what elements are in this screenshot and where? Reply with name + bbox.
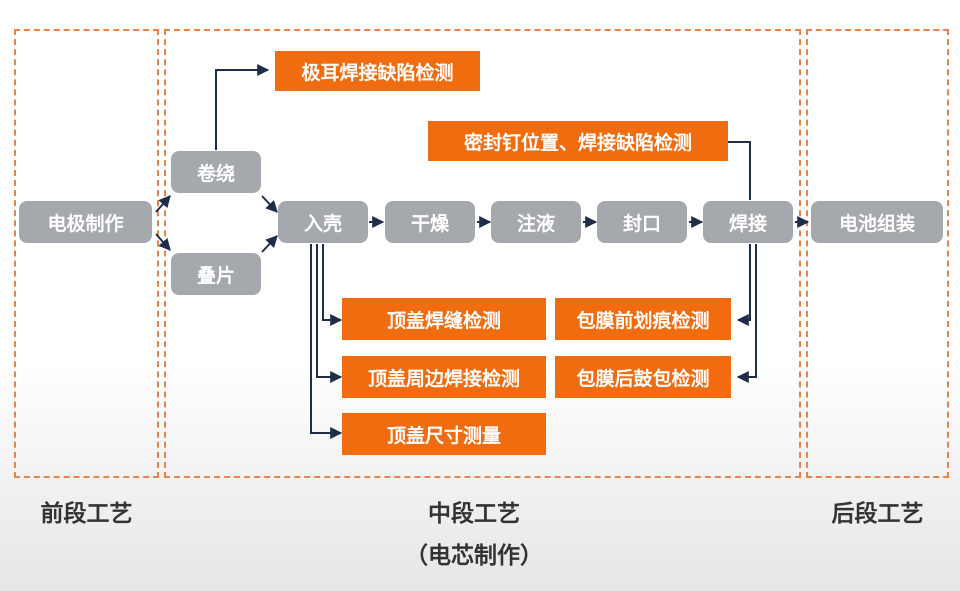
arrow-stacking-casing bbox=[261, 235, 278, 253]
casing-node: 入壳 bbox=[278, 201, 368, 243]
drying-node: 干燥 bbox=[385, 201, 475, 243]
film-bulge-inspection: 包膜后鼓包检测 bbox=[555, 356, 731, 398]
tab-weld-inspection: 极耳焊接缺陷检测 bbox=[275, 51, 480, 91]
front-stage-label: 前段工艺 bbox=[40, 501, 133, 527]
top-cover-perimeter-inspection: 顶盖周边焊接检测 bbox=[342, 356, 546, 398]
stacking-node: 叠片 bbox=[171, 253, 261, 295]
line-welding-film-bulge bbox=[736, 244, 757, 383]
film-scratch-inspection: 包膜前划痕检测 bbox=[555, 298, 731, 340]
assembly-node: 电池组装 bbox=[811, 201, 943, 243]
arrow-electrode-stacking bbox=[155, 233, 171, 251]
top-cover-size-inspection: 顶盖尺寸测量 bbox=[342, 413, 546, 455]
sealing-node: 封口 bbox=[597, 201, 687, 243]
electrode-node: 电极制作 bbox=[19, 201, 152, 243]
line-winding-tab-weld bbox=[215, 64, 270, 150]
middle-stage-label: 中段工艺 bbox=[428, 501, 520, 527]
arrow-electrode-winding bbox=[155, 195, 171, 213]
line-welding-film-scratch bbox=[736, 244, 751, 326]
line-casing-top-cover-perimeter bbox=[316, 244, 343, 383]
welding-node: 焊接 bbox=[703, 201, 793, 243]
seal-nail-inspection: 密封钉位置、焊接缺陷检测 bbox=[428, 121, 728, 161]
line-casing-top-cover-seam bbox=[322, 244, 343, 326]
top-cover-seam-inspection: 顶盖焊缝检测 bbox=[342, 298, 546, 340]
winding-node: 卷绕 bbox=[171, 151, 261, 193]
line-welding-seal-nail bbox=[728, 141, 751, 200]
middle-stage-sublabel: （电芯制作） bbox=[405, 543, 543, 569]
middle-stage-box bbox=[164, 29, 801, 478]
back-stage-label: 后段工艺 bbox=[831, 501, 924, 527]
injection-node: 注液 bbox=[491, 201, 581, 243]
back-stage-box bbox=[806, 29, 949, 478]
line-casing-top-cover-size bbox=[310, 244, 343, 439]
front-stage-box bbox=[14, 29, 159, 478]
arrow-winding-casing bbox=[261, 195, 278, 213]
